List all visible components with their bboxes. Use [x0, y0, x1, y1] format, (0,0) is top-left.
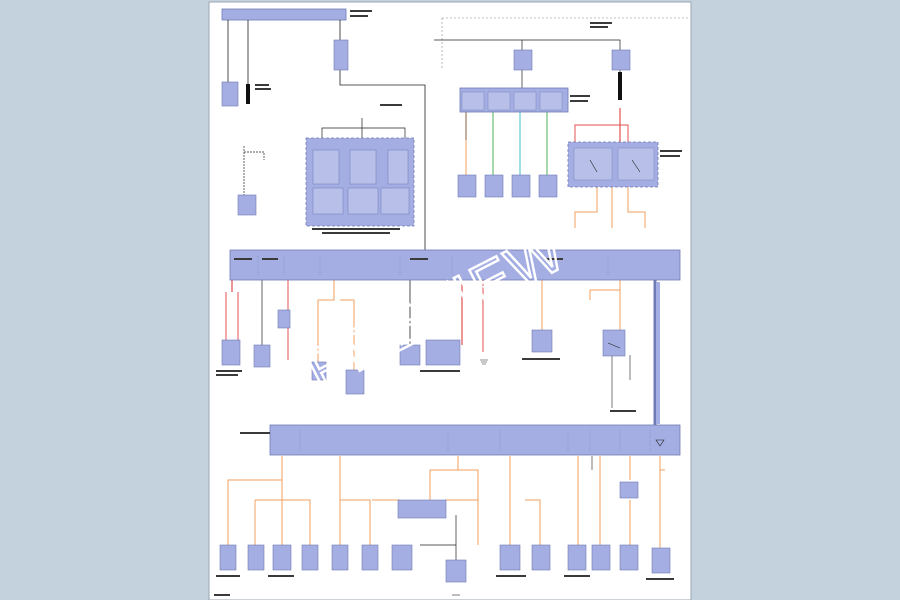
- relay-switch-icon: [589, 159, 641, 173]
- wiring-layer: [221, 8, 690, 560]
- main-fuse-bus-lower: [269, 424, 681, 456]
- component-block: [513, 49, 533, 71]
- ground-icon: [480, 359, 488, 365]
- component-block: [611, 49, 631, 71]
- component-block: [237, 194, 257, 216]
- tiny-label-marks: [214, 10, 682, 596]
- battery-bus-bar: [221, 8, 347, 21]
- component-block: [221, 81, 239, 107]
- component-block: [333, 39, 349, 71]
- main-fuse-bus-upper: [229, 249, 681, 281]
- component-layer: [219, 39, 681, 596]
- ground-icon: [655, 439, 665, 447]
